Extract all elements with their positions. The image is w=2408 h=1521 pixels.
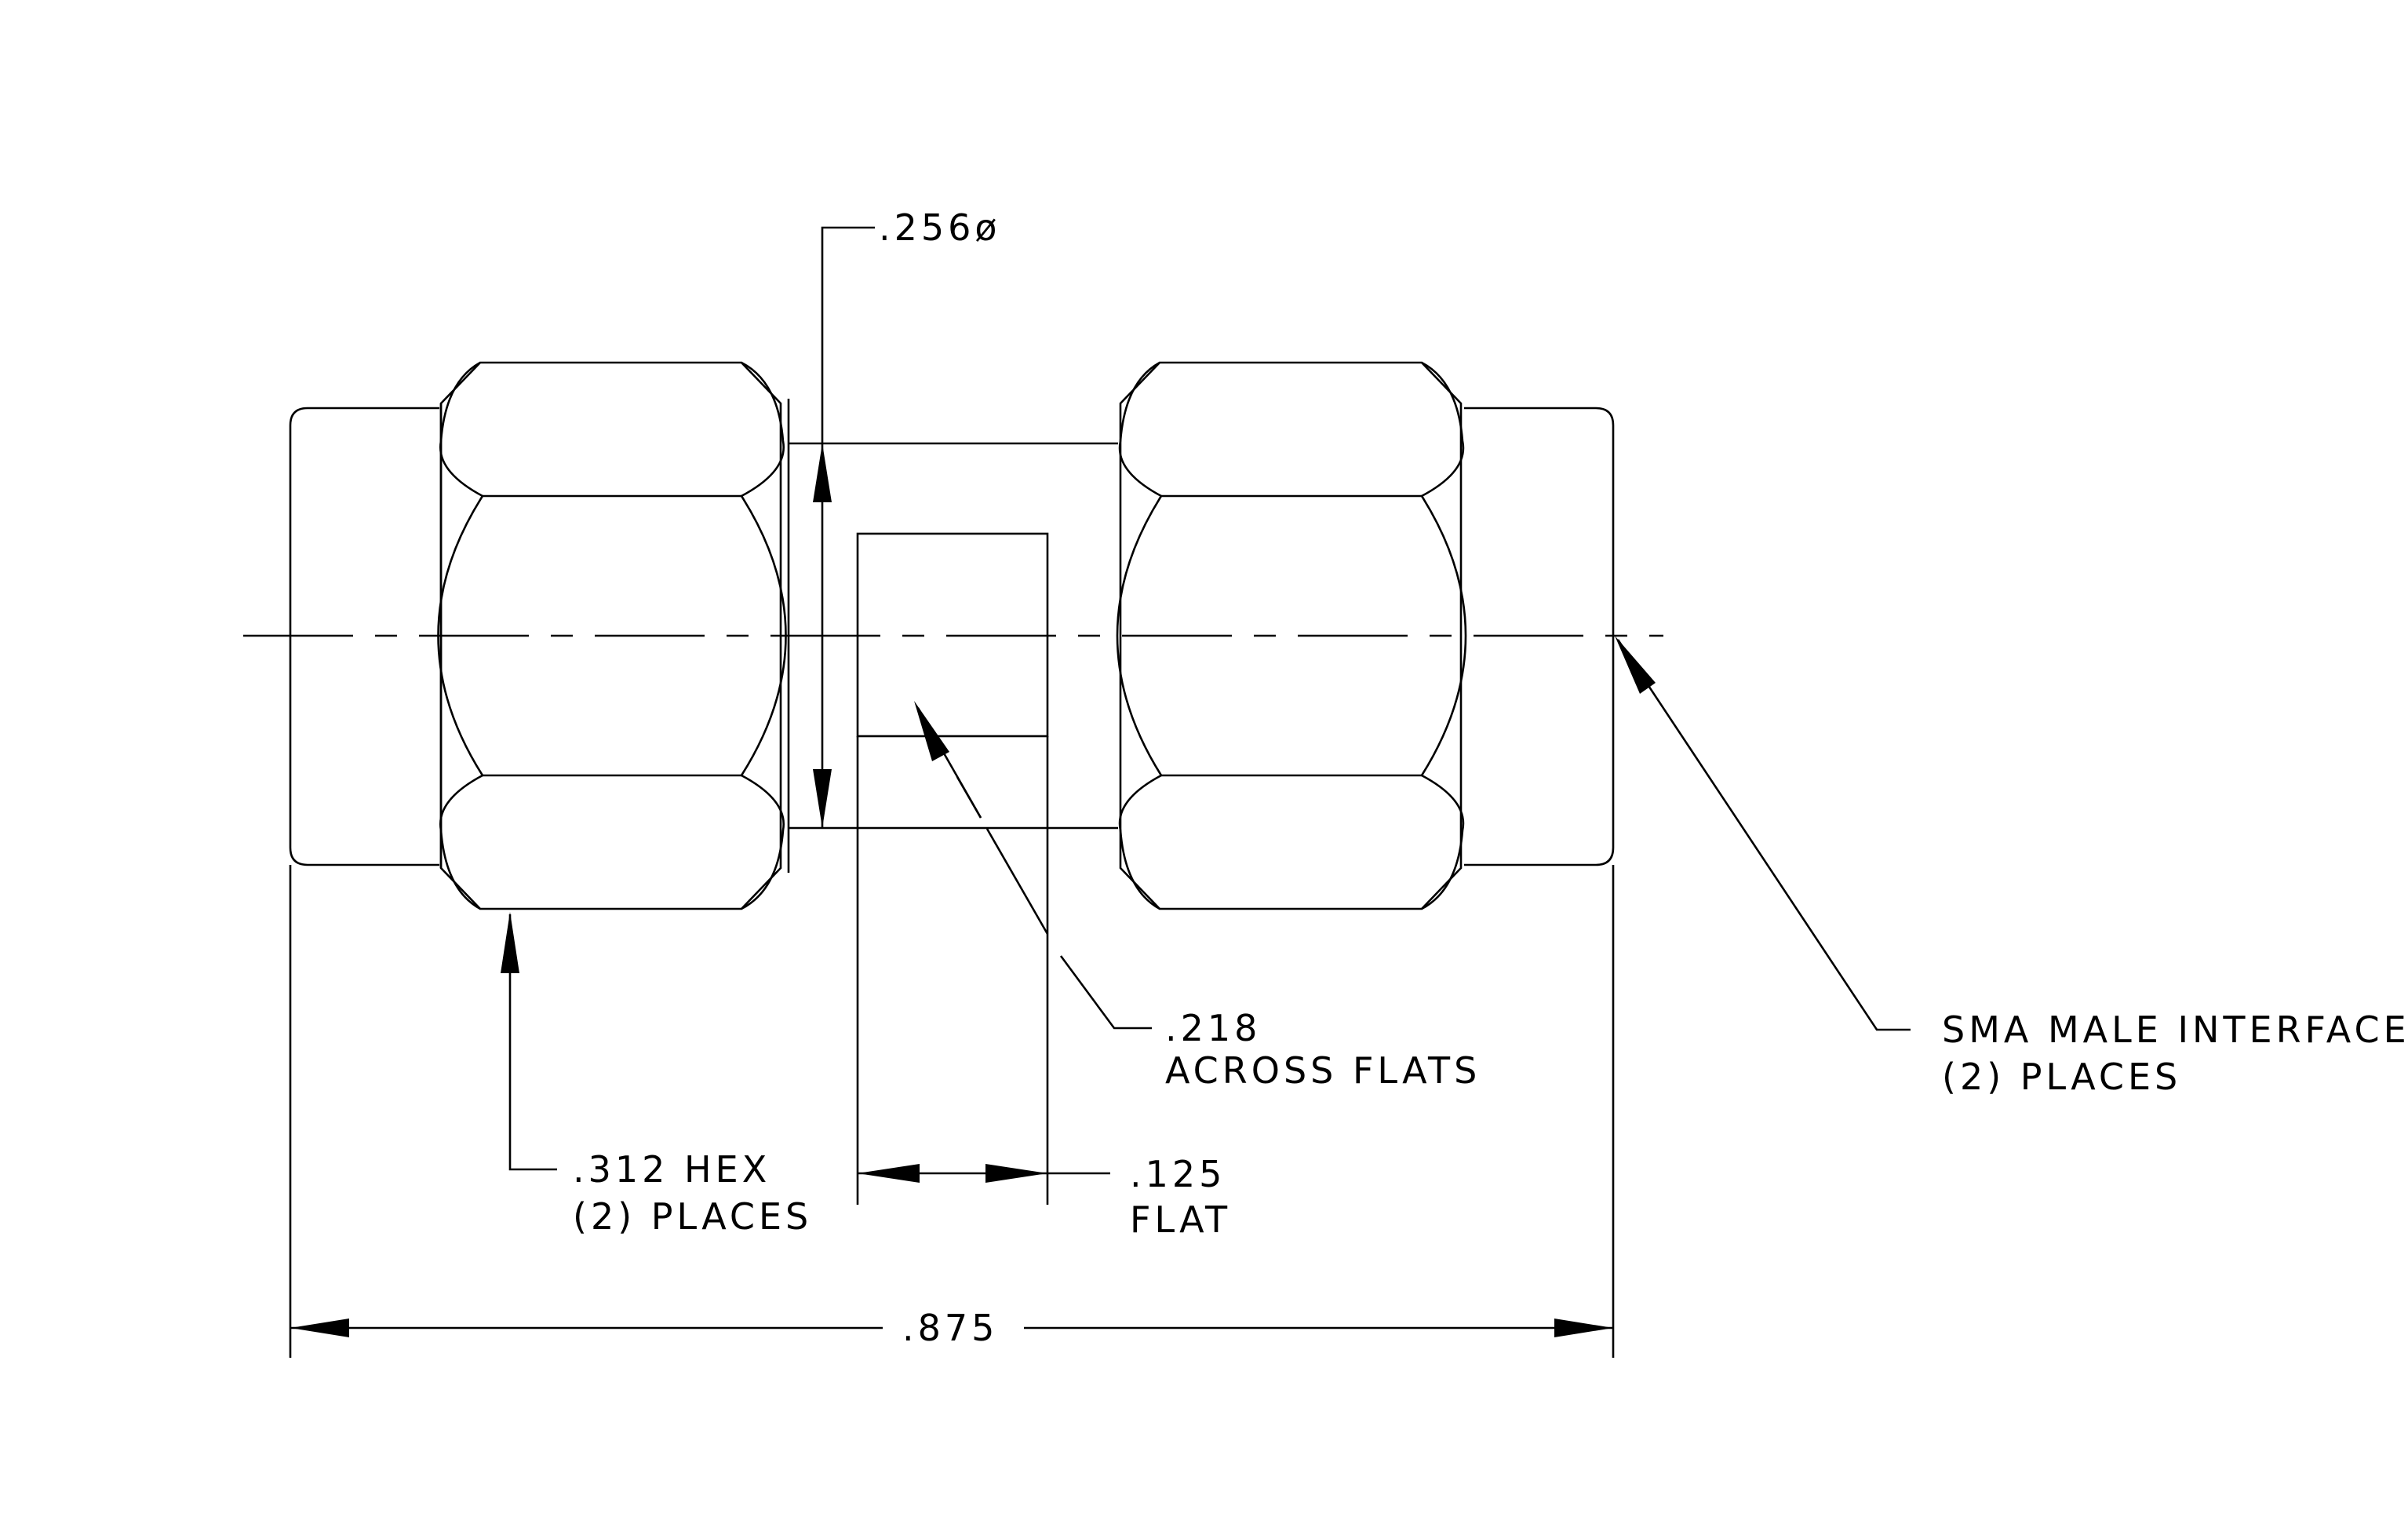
interface-line1: SMA MALE INTERFACE: [1942, 1009, 2408, 1051]
hex-label-line2: (2) PLACES: [573, 1195, 812, 1238]
across-flats-leader: [914, 701, 1152, 1030]
diameter-label: .256ø: [879, 206, 1001, 249]
hex-label-line1: .312 HEX: [573, 1148, 770, 1191]
hex-leader: [501, 912, 557, 1171]
overall-length-dimension: [289, 865, 1615, 1358]
interface-line2: (2) PLACES: [1942, 1056, 2181, 1098]
flat-line1: .125: [1130, 1153, 1226, 1195]
interface-leader: [1615, 636, 1911, 1031]
across-flats-line2: ACROSS FLATS: [1165, 1049, 1481, 1092]
across-flats-line1: .218: [1165, 1007, 1261, 1049]
right-hex-nut: [1116, 361, 1467, 910]
diameter-dimension: [813, 226, 875, 828]
flat-line2: FLAT: [1130, 1198, 1231, 1241]
flat-dimension: [856, 736, 1110, 1205]
overall-length-label: .875: [902, 1307, 998, 1349]
